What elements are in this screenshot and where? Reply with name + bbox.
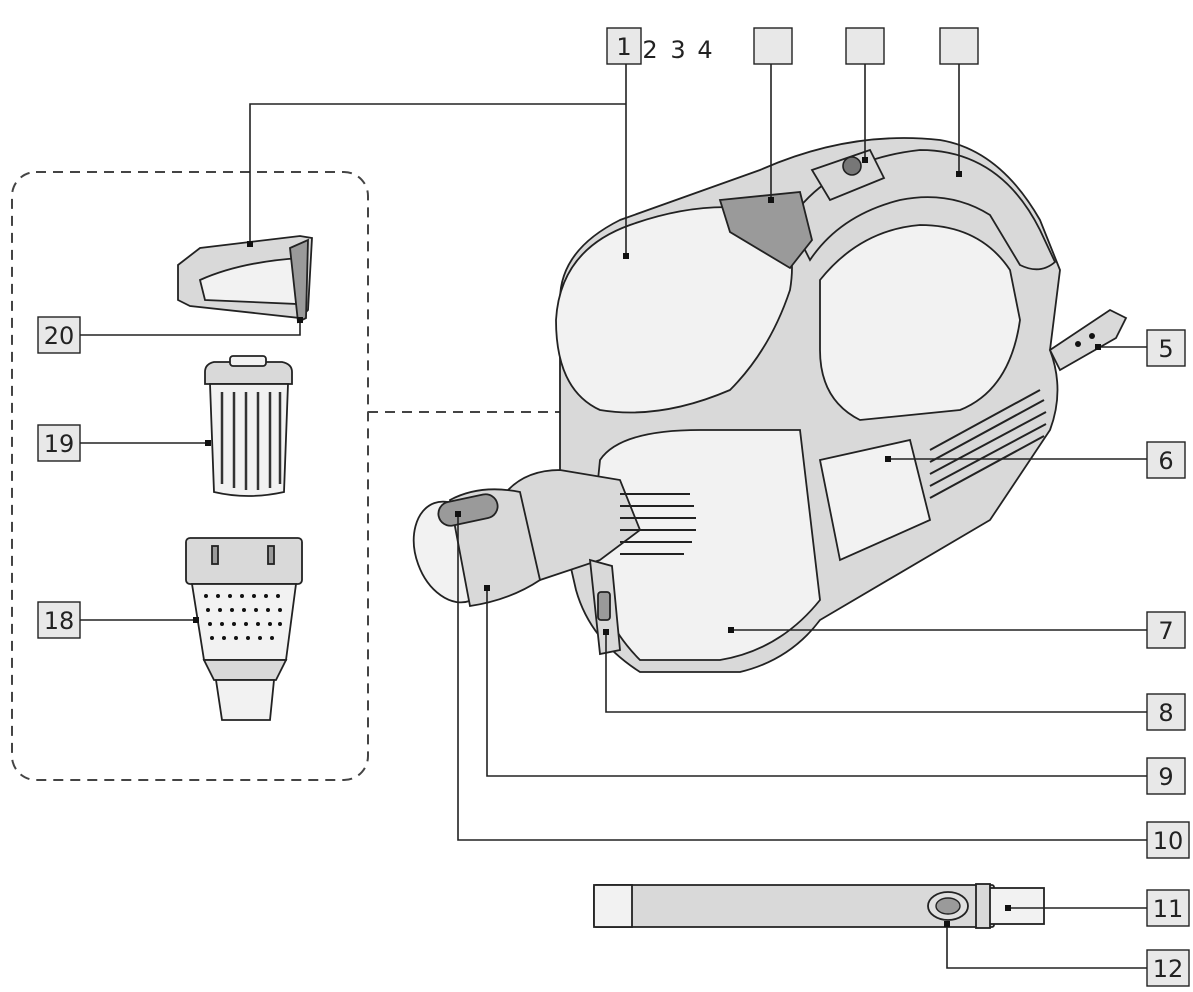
filter-group-boundary xyxy=(11,171,369,781)
extension-tube xyxy=(593,883,1045,929)
callout-5: 5 xyxy=(1146,329,1186,367)
callout-7: 7 xyxy=(1146,611,1186,649)
callout-number: 12 xyxy=(1153,955,1184,983)
leader-endpoints xyxy=(193,157,1101,927)
callout-number: 6 xyxy=(1158,447,1173,475)
callout-number: 7 xyxy=(1158,617,1173,645)
callout-10: 10 xyxy=(1146,821,1190,859)
callout-12: 12 xyxy=(1146,949,1190,987)
callout-20: 20 xyxy=(37,316,81,354)
cyclone-container xyxy=(185,537,303,721)
callout-1: 1 xyxy=(606,27,642,65)
callout-number: 5 xyxy=(1158,335,1173,363)
callout-number: 8 xyxy=(1158,699,1173,727)
callout-number: 18 xyxy=(44,607,75,635)
header-digit: 4 xyxy=(697,36,712,64)
callout-3 xyxy=(845,27,885,65)
callout-number: 11 xyxy=(1153,895,1184,923)
vacuum-body xyxy=(412,137,1128,673)
callout-9: 9 xyxy=(1146,757,1186,795)
callout-19: 19 xyxy=(37,424,81,462)
filter-cartridge xyxy=(204,355,293,497)
callout-number: 19 xyxy=(44,430,75,458)
callout-2 xyxy=(753,27,793,65)
callout-18: 18 xyxy=(37,601,81,639)
callout-4 xyxy=(939,27,979,65)
header-digit: 2 xyxy=(642,36,657,64)
callout-11: 11 xyxy=(1146,889,1190,927)
callout-number: 20 xyxy=(44,322,75,350)
leader-lines xyxy=(80,64,1147,969)
callout-8: 8 xyxy=(1146,693,1186,731)
dust-lid xyxy=(177,235,313,324)
callout-number: 1 xyxy=(616,33,631,61)
callout-number: 9 xyxy=(1158,763,1173,791)
callout-6: 6 xyxy=(1146,441,1186,479)
callout-number: 10 xyxy=(1153,827,1184,855)
header-digit: 3 xyxy=(670,36,685,64)
